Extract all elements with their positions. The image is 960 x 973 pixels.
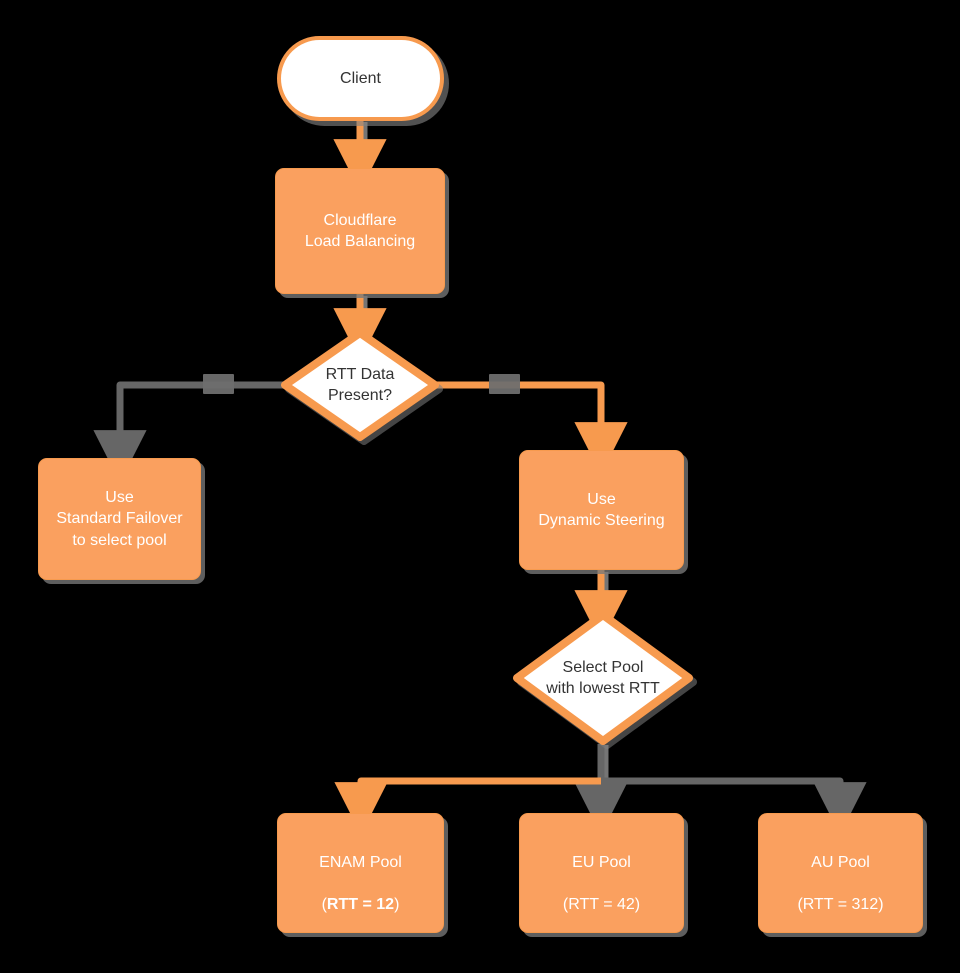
node-standard-failover-label: Use Standard Failover to select pool xyxy=(56,489,183,549)
node-eu-pool-rtt-open: ( xyxy=(562,896,569,914)
node-select-pool[interactable]: Select Pool with lowest RTT xyxy=(513,611,693,745)
node-rtt-decision[interactable]: RTT Data Present? xyxy=(281,329,439,441)
edge-select-pool-to-enam-pool xyxy=(334,777,601,835)
node-load-balancing[interactable]: Cloudflare Load Balancing xyxy=(275,168,445,294)
node-enam-pool-rtt-close: ) xyxy=(394,896,400,914)
node-au-pool-name: AU Pool xyxy=(811,853,870,871)
node-select-pool-label: Select Pool with lowest RTT xyxy=(546,658,660,697)
node-eu-pool-rtt-value: RTT = 42 xyxy=(568,896,635,914)
node-load-balancing-label: Cloudflare Load Balancing xyxy=(304,211,416,250)
node-enam-pool-name: ENAM Pool xyxy=(319,853,402,871)
node-enam-pool-rtt-open: ( xyxy=(321,896,327,914)
edge-label-left-branch xyxy=(203,374,234,394)
edge-rtt-decision-to-standard-failover xyxy=(93,381,283,483)
edge-label-right-branch xyxy=(489,374,520,394)
node-rtt-decision-label: RTT Data Present? xyxy=(325,365,395,404)
node-dynamic-steering-label: Use Dynamic Steering xyxy=(538,490,665,529)
node-client[interactable]: Client xyxy=(277,36,444,121)
node-client-label: Client xyxy=(340,69,381,87)
node-standard-failover[interactable]: Use Standard Failover to select pool xyxy=(38,458,201,580)
node-au-pool-label: AU Pool (RTT = 312) xyxy=(791,831,889,915)
rtt-decision-shape xyxy=(281,329,439,441)
node-dynamic-steering[interactable]: Use Dynamic Steering xyxy=(519,450,684,570)
node-au-pool-rtt-close: ) xyxy=(878,896,884,914)
select-pool-shape xyxy=(513,611,693,745)
node-eu-pool-label: EU Pool (RTT = 42) xyxy=(557,831,646,915)
node-enam-pool-rtt-value: RTT = 12 xyxy=(326,896,395,914)
node-au-pool[interactable]: AU Pool (RTT = 312) xyxy=(758,813,923,933)
edge-select-pool-to-au-pool xyxy=(601,777,867,835)
node-enam-pool-label: ENAM Pool (RTT = 12) xyxy=(313,831,408,915)
node-enam-pool[interactable]: ENAM Pool (RTT = 12) xyxy=(277,813,444,933)
edge-rtt-decision-to-dynamic-steering xyxy=(437,381,628,475)
node-au-pool-rtt-value: RTT = 312 xyxy=(802,896,879,914)
node-eu-pool[interactable]: EU Pool (RTT = 42) xyxy=(519,813,684,933)
node-au-pool-rtt-open: ( xyxy=(797,896,803,914)
node-eu-pool-name: EU Pool xyxy=(572,853,631,871)
node-eu-pool-rtt-close: ) xyxy=(634,896,641,914)
